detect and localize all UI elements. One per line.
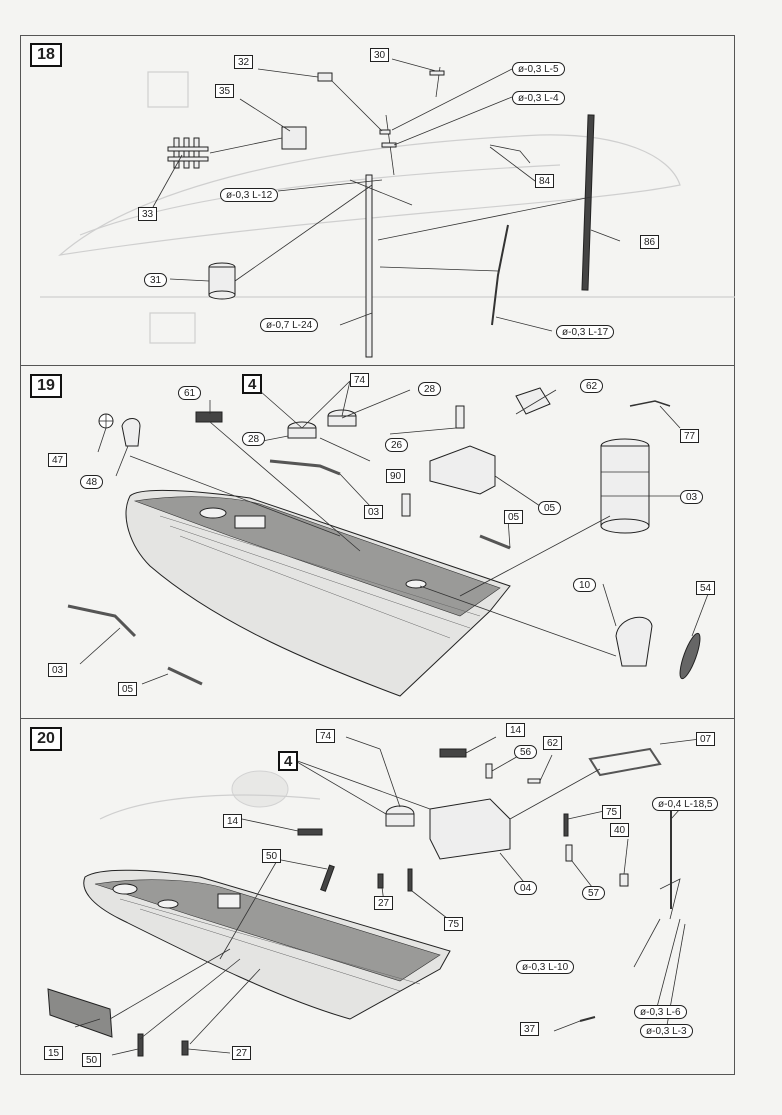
part-label-30: 30 bbox=[370, 48, 390, 62]
bridge-assembly-icon bbox=[385, 798, 511, 860]
sub-assembly-ref-4: 4 bbox=[278, 751, 299, 771]
part-label-31: 31 bbox=[144, 273, 168, 287]
step-18-panel: 18 32 30 35 ø-0,3 L-5 ø-0,3 L-4 84 ø-0,3… bbox=[20, 35, 735, 365]
wire-label-l185: ø-0,4 L-18,5 bbox=[652, 797, 719, 811]
part-label-33: 33 bbox=[138, 207, 158, 221]
part-label-04: 04 bbox=[514, 881, 538, 895]
step-19-panel: 19 61 4 74 28 62 77 47 28 26 90 48 03 05… bbox=[20, 365, 735, 718]
part-label-62: 62 bbox=[580, 379, 604, 393]
part-label-74: 74 bbox=[316, 729, 336, 743]
part-label-07: 07 bbox=[696, 732, 716, 746]
part-label-56: 56 bbox=[514, 745, 538, 759]
step-20-panel: 20 74 14 07 4 56 62 ø-0,4 L-18,5 75 14 4… bbox=[20, 718, 735, 1075]
part-label-84: 84 bbox=[535, 174, 555, 188]
part-label-14-top: 14 bbox=[506, 723, 526, 737]
part-label-05-rail: 05 bbox=[504, 510, 524, 524]
part-label-10: 10 bbox=[573, 578, 597, 592]
part-label-03-side: 03 bbox=[48, 663, 68, 677]
step-number-20: 20 bbox=[30, 727, 62, 751]
part-label-15: 15 bbox=[44, 1046, 64, 1060]
part-label-27-bottom: 27 bbox=[232, 1046, 252, 1060]
wire-label-l6: ø-0,3 L-6 bbox=[634, 1005, 687, 1019]
part-86-icon bbox=[581, 114, 595, 291]
part-label-86: 86 bbox=[640, 235, 660, 249]
part-label-50-bottom: 50 bbox=[82, 1053, 102, 1067]
part-62-icon bbox=[515, 387, 551, 415]
part-label-28-top: 28 bbox=[418, 382, 442, 396]
sub-assembly-ref-4: 4 bbox=[242, 374, 263, 394]
part-label-74: 74 bbox=[350, 373, 370, 387]
part-03-drum-icon bbox=[600, 438, 650, 534]
part-label-75-left: 75 bbox=[444, 917, 464, 931]
part-label-03-drum: 03 bbox=[680, 490, 704, 504]
part-label-57: 57 bbox=[582, 886, 606, 900]
part-label-14-left: 14 bbox=[223, 814, 243, 828]
part-label-47: 47 bbox=[48, 453, 68, 467]
part-label-50-top: 50 bbox=[262, 849, 282, 863]
step-number-19: 19 bbox=[30, 374, 62, 398]
step-number-18: 18 bbox=[30, 43, 62, 67]
part-label-61: 61 bbox=[178, 386, 202, 400]
part-31-icon bbox=[208, 262, 236, 300]
part-label-03-rail: 03 bbox=[364, 505, 384, 519]
part-label-90: 90 bbox=[386, 469, 406, 483]
part-label-32: 32 bbox=[234, 55, 254, 69]
part-label-75-right: 75 bbox=[602, 805, 622, 819]
part-label-28-left: 28 bbox=[242, 432, 266, 446]
wire-label-l4: ø-0,3 L-4 bbox=[512, 91, 565, 105]
part-label-26: 26 bbox=[385, 438, 409, 452]
hull-icon bbox=[125, 489, 511, 697]
part-label-37: 37 bbox=[520, 1022, 540, 1036]
part-label-40: 40 bbox=[610, 823, 630, 837]
part-label-27-top: 27 bbox=[374, 896, 394, 910]
wire-label-l10: ø-0,3 L-10 bbox=[516, 960, 575, 974]
part-33-icon bbox=[167, 137, 209, 169]
wire-label-l3: ø-0,3 L-3 bbox=[640, 1024, 693, 1038]
part-label-05-cabin: 05 bbox=[538, 501, 562, 515]
wire-label-l5: ø-0,3 L-5 bbox=[512, 62, 565, 76]
part-label-54: 54 bbox=[696, 581, 716, 595]
part-label-35: 35 bbox=[215, 84, 235, 98]
part-label-62: 62 bbox=[543, 736, 563, 750]
part-label-05-side: 05 bbox=[118, 682, 138, 696]
wire-label-l17: ø-0,3 L-17 bbox=[556, 325, 615, 339]
hull-icon bbox=[83, 869, 451, 1020]
instruction-page-frame bbox=[20, 35, 735, 1075]
step-18-drawing bbox=[40, 58, 735, 358]
wire-label-l24: ø-0,7 L-24 bbox=[260, 318, 319, 332]
step-19-drawing bbox=[67, 380, 709, 697]
part-label-48: 48 bbox=[80, 475, 104, 489]
part-label-77: 77 bbox=[680, 429, 700, 443]
wire-label-l12: ø-0,3 L-12 bbox=[220, 188, 279, 202]
